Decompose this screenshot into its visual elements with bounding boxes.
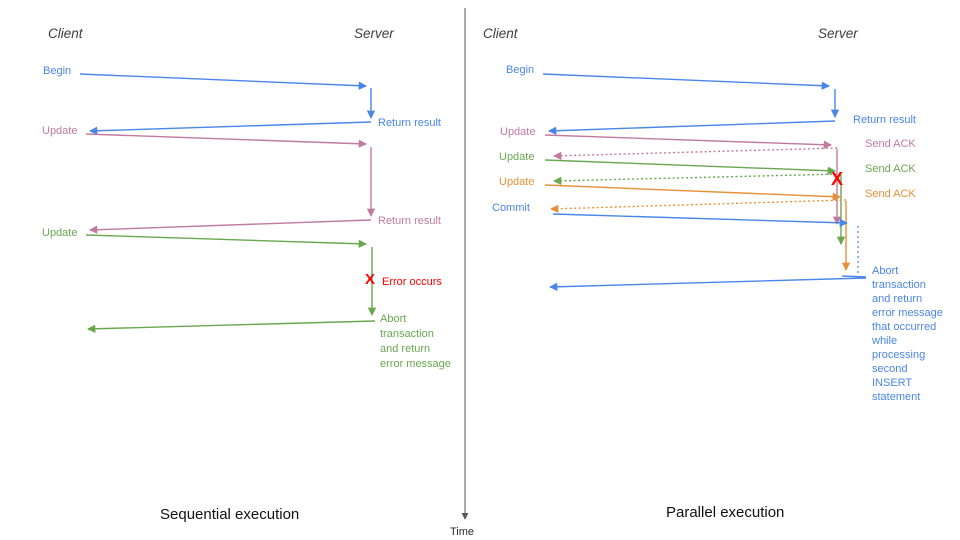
left-abort-line: and return (380, 343, 431, 355)
left-panel-title: Sequential execution (160, 506, 300, 523)
left-return-result-1-label: Return result (378, 117, 441, 129)
left-return-result-2-arrow (88, 219, 372, 234)
left-update-1-arrow (85, 133, 368, 148)
right-panel-title: Parallel execution (666, 504, 785, 521)
right-send-ack-1-label: Send ACK (865, 138, 916, 150)
right-abort-line: error message (872, 307, 943, 319)
right-send-ack-2-label: Send ACK (865, 163, 916, 175)
right-return-result-label: Return result (853, 114, 916, 126)
right-send-ack-1-arrow (552, 147, 838, 160)
right-abort-line: second (872, 363, 908, 375)
time-axis-label: Time (450, 526, 475, 538)
right-update-1-label: Update (500, 126, 536, 138)
left-server-header: Server (354, 26, 394, 41)
right-update-3-arrow (544, 184, 842, 201)
right-abort-line: INSERT (872, 377, 913, 389)
left-begin-arrow (79, 73, 368, 90)
left-update-2-arrow (85, 234, 368, 248)
left-return-result-1-arrow (88, 121, 372, 135)
left-abort-line: error message (380, 358, 451, 370)
right-commit-arrow (552, 213, 849, 227)
right-abort-line: statement (872, 391, 921, 403)
right-update-3-label: Update (499, 176, 535, 188)
right-server-header: Server (818, 26, 858, 41)
right-begin-arrow (542, 73, 831, 90)
left-update-2-label: Update (42, 227, 78, 239)
left-abort-message: Abort transaction and return error messa… (380, 312, 451, 372)
right-update-2-arrow (544, 159, 837, 175)
right-update-2-label: Update (499, 151, 535, 163)
right-abort-return-arrow (548, 277, 867, 291)
right-abort-line: transaction (872, 279, 926, 291)
right-error-x-icon: X (831, 169, 844, 189)
right-begin-label: Begin (506, 64, 535, 76)
right-send-ack-3-arrow (549, 199, 847, 213)
left-client-header: Client (48, 26, 83, 41)
right-return-result-arrow (547, 120, 836, 135)
right-abort-tick-line (841, 275, 867, 278)
left-update-1-label: Update (42, 125, 78, 137)
left-abort-line: Abort (380, 313, 407, 325)
right-abort-line: Abort (872, 265, 899, 277)
left-begin-label: Begin (43, 65, 72, 77)
right-send-ack-3-label: Send ACK (865, 188, 916, 200)
left-abort-return-arrow (86, 320, 376, 333)
right-abort-line: while (872, 335, 898, 347)
left-error-label: Error occurs (382, 276, 442, 288)
right-send-ack-2-arrow (552, 173, 842, 186)
right-abort-line: and return (872, 293, 923, 305)
left-return-result-2-label: Return result (378, 215, 441, 227)
right-abort-line: that occurred (872, 321, 937, 333)
right-update-1-arrow (544, 134, 833, 149)
right-abort-message: Abort transaction and return error messa… (872, 264, 943, 404)
right-abort-line: processing (872, 349, 926, 361)
right-commit-label: Commit (492, 202, 530, 214)
right-client-header: Client (483, 26, 518, 41)
left-abort-line: transaction (380, 328, 434, 340)
left-error-x-icon: X (365, 271, 376, 288)
